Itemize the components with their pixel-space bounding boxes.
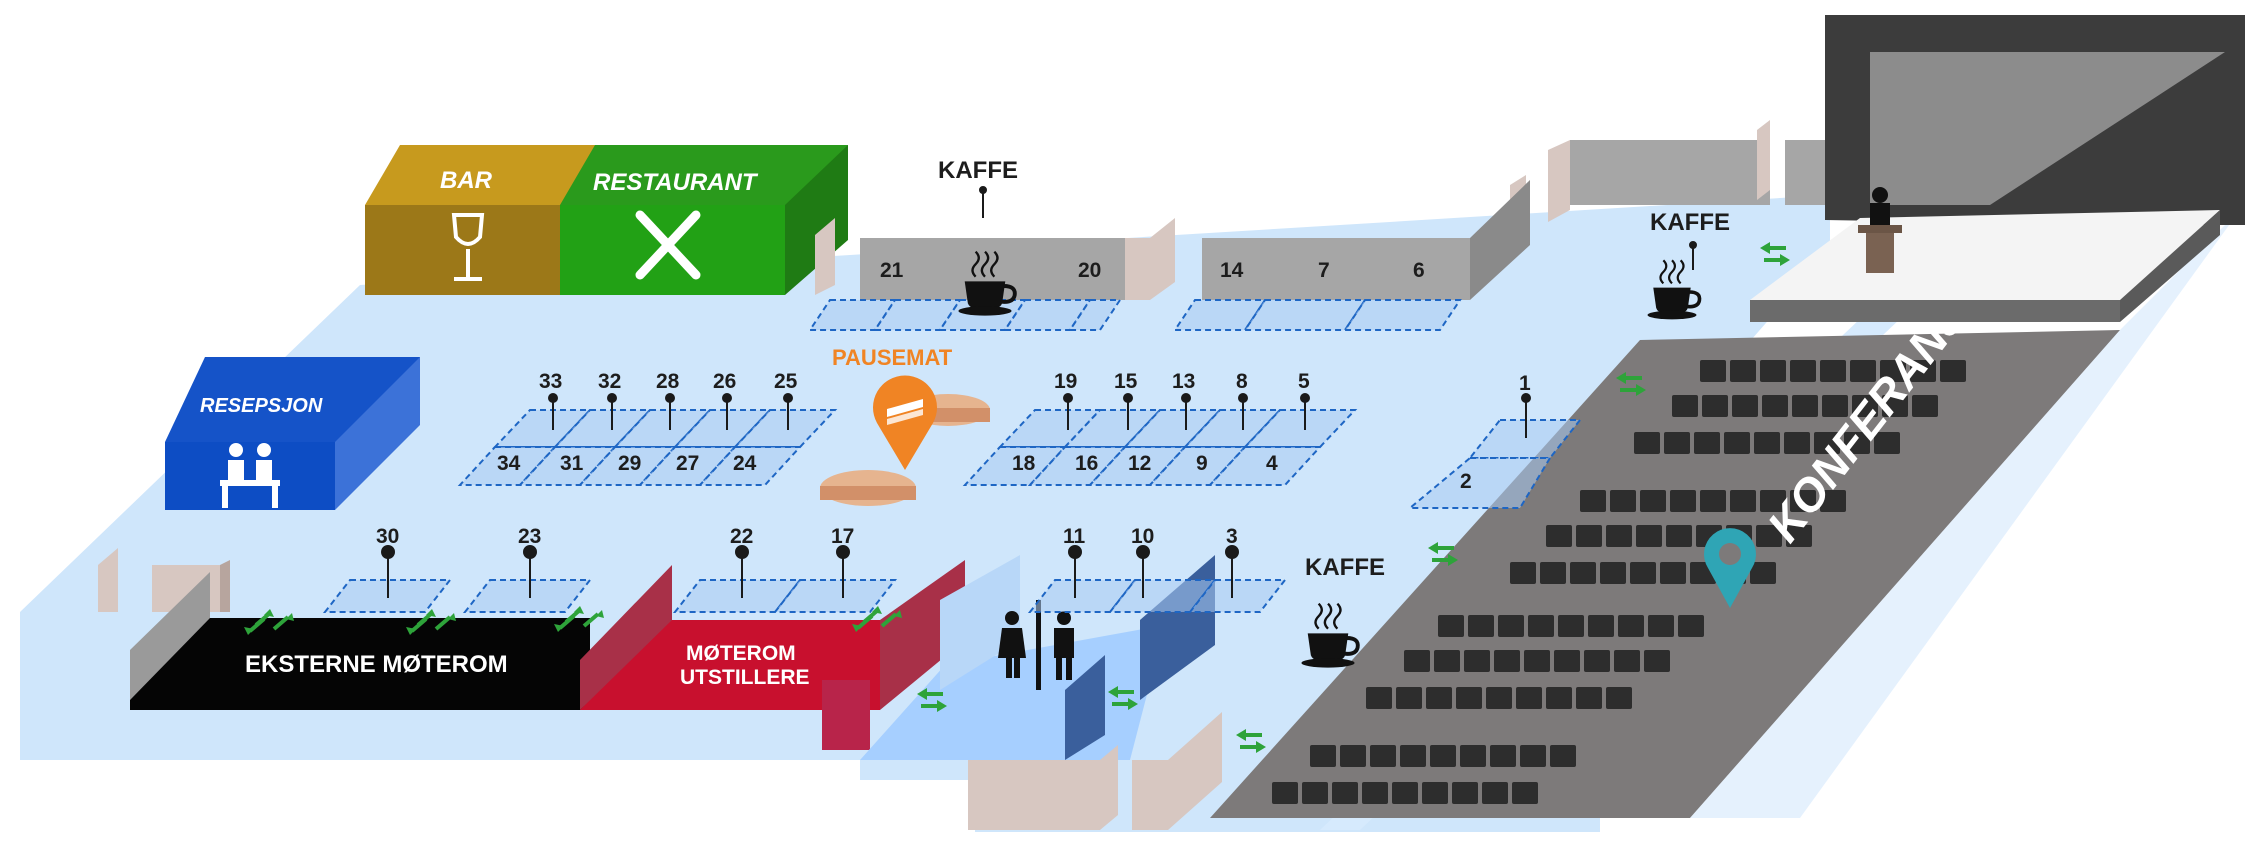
exhibitor-rooms-side — [880, 560, 965, 710]
booth-8[interactable]: 8 — [1236, 370, 1248, 393]
reception-desk-icon — [220, 443, 280, 508]
external-rooms-label: EKSTERNE MØTEROM — [245, 651, 508, 678]
booth-wall-21-20 — [860, 238, 1140, 300]
pausemat-label: PAUSEMAT — [832, 345, 953, 370]
kaffe-top-label: KAFFE — [938, 157, 1018, 184]
pausemat-table-2-edge — [820, 486, 916, 500]
booth-1[interactable]: 1 — [1519, 372, 1531, 395]
booth-24[interactable]: 24 — [733, 452, 757, 475]
booth-6[interactable]: 6 — [1413, 259, 1425, 282]
booth-door-20-side[interactable] — [1150, 218, 1175, 300]
speaker-podium-icon — [1858, 187, 1902, 273]
booth-4[interactable]: 4 — [1266, 452, 1278, 475]
fork-knife-icon — [635, 210, 701, 280]
booth-25[interactable]: 25 — [774, 370, 798, 393]
booth-20[interactable]: 20 — [1078, 259, 1101, 282]
top-door-1[interactable] — [1548, 140, 1570, 222]
booth-wall-14-6 — [1202, 238, 1470, 300]
booth-33[interactable]: 33 — [539, 370, 562, 393]
booth-26[interactable]: 26 — [713, 370, 736, 393]
toilets-front-wall — [1065, 655, 1105, 760]
floor-left-tip — [20, 612, 150, 760]
booth-10[interactable]: 10 — [1131, 525, 1154, 548]
booth-11[interactable]: 11 — [1063, 525, 1086, 548]
stage-right-wall — [2120, 210, 2220, 322]
location-pin-icon[interactable] — [1704, 528, 1756, 608]
booth-31[interactable]: 31 — [560, 452, 584, 475]
booth-16[interactable]: 16 — [1075, 452, 1098, 475]
booth-27[interactable]: 27 — [676, 452, 699, 475]
booth-22[interactable]: 22 — [730, 525, 753, 548]
stage-screen — [1870, 52, 2225, 205]
booth-18[interactable]: 18 — [1012, 452, 1036, 475]
bottom-door-2-side[interactable] — [1168, 712, 1222, 830]
toilets-back-wall — [940, 555, 1020, 690]
restaurant-top — [560, 145, 848, 205]
booth-2[interactable]: 2 — [1460, 470, 1472, 493]
booth-19[interactable]: 19 — [1054, 370, 1077, 393]
booth-7[interactable]: 7 — [1318, 259, 1330, 282]
external-rooms-block[interactable] — [130, 618, 590, 710]
stage-front-edge — [1750, 300, 2120, 322]
booth-17[interactable]: 17 — [831, 525, 854, 548]
toilet-icon[interactable] — [998, 600, 1074, 690]
exhibitor-rooms-label-1: MØTEROM — [686, 642, 796, 665]
kaffe-bottom-label: KAFFE — [1305, 554, 1385, 581]
left-door-1[interactable] — [98, 548, 118, 612]
top-room-right-a — [1570, 140, 1770, 205]
booth-5[interactable]: 5 — [1298, 370, 1310, 393]
booth-tiles — [322, 299, 1583, 613]
booth-32[interactable]: 32 — [598, 370, 621, 393]
exhibitor-door[interactable] — [822, 680, 870, 750]
booth-wall-14-6-side — [1470, 180, 1530, 300]
reception-label: RESEPSJON — [200, 395, 323, 417]
booth-30[interactable]: 30 — [376, 525, 399, 548]
booth-34[interactable]: 34 — [497, 452, 521, 475]
booth-12[interactable]: 12 — [1128, 452, 1151, 475]
bottom-door-2[interactable] — [1132, 760, 1168, 830]
booth-13[interactable]: 13 — [1172, 370, 1195, 393]
exhibitor-rooms-label-2: UTSTILLERE — [680, 666, 810, 689]
kaffe-right-label: KAFFE — [1650, 209, 1730, 236]
booth-3[interactable]: 3 — [1226, 525, 1238, 548]
top-room-right-b — [1785, 140, 1825, 205]
external-rooms-wall — [130, 572, 210, 700]
bottom-door-1[interactable] — [968, 760, 1100, 830]
reception-front[interactable] — [165, 442, 335, 510]
wine-glass-icon — [451, 213, 485, 281]
conference-seats — [1272, 360, 1966, 804]
reception-side — [335, 357, 420, 510]
bottom-door-1-side[interactable] — [1100, 745, 1118, 830]
conference-hall-right-wall — [1690, 210, 2240, 818]
restaurant-label: RESTAURANT — [593, 169, 759, 196]
restaurant-side — [785, 145, 848, 295]
bar-front[interactable] — [365, 205, 565, 295]
booth-pins — [381, 186, 1697, 598]
booth-23[interactable]: 23 — [518, 525, 541, 548]
exhibitor-rooms-wall — [580, 565, 672, 710]
booth-14[interactable]: 14 — [1220, 259, 1244, 282]
booth-28[interactable]: 28 — [656, 370, 680, 393]
booth-21[interactable]: 21 — [880, 259, 904, 282]
sandwich-pin-icon[interactable] — [873, 375, 937, 470]
booth-15[interactable]: 15 — [1114, 370, 1138, 393]
exhibitor-rooms-block[interactable] — [580, 620, 880, 710]
left-door-2-side[interactable] — [220, 560, 230, 612]
bar-top — [365, 145, 620, 205]
top-door-2[interactable] — [1757, 120, 1770, 200]
bar-label: BAR — [440, 167, 493, 194]
booth-9[interactable]: 9 — [1196, 452, 1208, 475]
restaurant-door[interactable] — [815, 218, 835, 295]
booth-29[interactable]: 29 — [618, 452, 641, 475]
booth-door-20[interactable] — [1125, 238, 1150, 300]
